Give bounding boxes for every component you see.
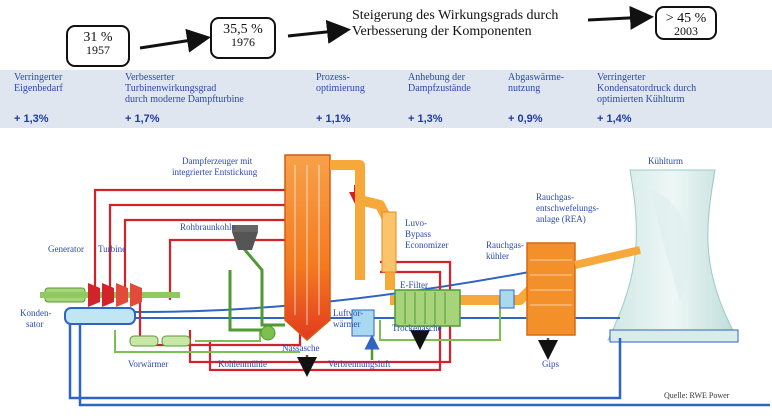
label-preheater: Vorwärmer <box>128 359 168 369</box>
improvement-text: optimierung <box>316 83 365 94</box>
improvement-gain: + 1,1% <box>316 113 351 125</box>
label-cooling-tower: Kühlturm <box>648 156 683 166</box>
improvement-text: Dampfzustände <box>408 83 471 94</box>
stack-duct <box>574 246 641 269</box>
improvement-text: Verringerter <box>14 72 63 83</box>
improvement-caption: Steigerung des Wirkungsgrads durch Verbe… <box>352 8 558 40</box>
milestone-2003: > 45 % 2003 <box>655 6 717 40</box>
label-combustion-air: Verbrennungsluft <box>328 359 391 369</box>
cooling-tower-basin <box>609 329 739 343</box>
caption-line-1: Steigerung des Wirkungsgrads durch <box>352 8 559 23</box>
label-fgd: Rauchgas- <box>536 192 574 202</box>
improvement-text: Prozess- <box>316 72 350 83</box>
milestone-arrow <box>287 19 351 44</box>
improvement-gain: + 1,4% <box>597 113 632 125</box>
improvement-gain: + 1,3% <box>408 113 443 125</box>
milestone-1976: 35,5 % 1976 <box>210 17 276 59</box>
label-condenser: Konden- <box>20 308 52 318</box>
label-turbine: Turbine <box>98 244 126 254</box>
improvement-text: Anhebung der <box>408 72 465 83</box>
improvement-text: Verbesserter <box>125 72 175 83</box>
improvement-turbine: Verbesserter Turbinenwirkungsgrad durch … <box>125 72 305 125</box>
milestone-1957: 31 % 1957 <box>66 25 130 67</box>
improvement-text: Eigenbedarf <box>14 83 63 94</box>
turbine-stage <box>130 283 142 307</box>
improvement-process: Prozess- optimierung + 1,1% <box>316 72 396 125</box>
label-e-filter: E-Filter <box>400 280 428 290</box>
improvement-text: Turbinenwirkungsgrad <box>125 83 217 94</box>
label-air-preheater: wärmer <box>333 319 360 329</box>
improvement-flue-heat: Abgaswärme- nutzung + 0,9% <box>508 72 588 125</box>
improvement-own-consumption: Verringerter Eigenbedarf + 1,3% <box>14 72 114 125</box>
label-lignite: Rohbraunkohle <box>180 222 236 232</box>
source-note: Quelle: RWE Power <box>664 391 730 400</box>
preheater <box>161 335 191 347</box>
improvement-gain: + 1,7% <box>125 113 160 125</box>
label-wet-ash: Nassasche <box>282 343 320 353</box>
cooling-water-line <box>68 318 622 400</box>
improvement-text: nutzung <box>508 83 541 94</box>
coal-bunker <box>232 232 258 250</box>
improvement-text: Abgaswärme- <box>508 72 565 83</box>
milestone-arrow <box>587 5 654 30</box>
milestone-value: 35,5 % <box>223 22 263 37</box>
milestone-arrow <box>139 28 211 53</box>
label-bypass-economizer: Bypass <box>405 229 432 239</box>
e-filter <box>394 289 461 327</box>
coal-bunker-top <box>232 225 258 232</box>
air-preheater <box>351 309 375 337</box>
improvement-text: durch moderne Dampfturbine <box>125 94 244 105</box>
improvement-text: optimierten Kühlturm <box>597 94 685 105</box>
milestone-value: 31 % <box>83 30 113 45</box>
turbine-stage <box>116 283 128 307</box>
label-steam-generator: Dampferzeuger mit <box>182 156 253 166</box>
improvement-steam-conditions: Anhebung der Dampfzustände + 1,3% <box>408 72 498 125</box>
caption-line-2: Verbesserung der Komponenten <box>352 24 532 39</box>
milestone-value: > 45 % <box>665 11 707 26</box>
label-fgd: anlage (REA) <box>536 214 586 224</box>
label-steam-generator: integrierter Entstickung <box>172 167 258 177</box>
improvement-gain: + 0,9% <box>508 113 543 125</box>
milestone-year: 1957 <box>86 43 110 57</box>
label-condenser: sator <box>26 319 44 329</box>
label-bypass-economizer: Luvo- <box>405 218 427 228</box>
label-bypass-economizer: Economizer <box>405 240 448 250</box>
turbine-stage <box>102 283 114 307</box>
condenser <box>64 307 136 325</box>
feedwater-lines <box>114 300 501 353</box>
flue-gas-duct <box>330 160 539 305</box>
label-coal-mill: Kohlenmühle <box>218 359 267 369</box>
label-flue-gas-cooler: Rauchgas- <box>486 240 524 250</box>
label-air-preheater: Luftvor- <box>333 308 363 318</box>
improvement-gain: + 1,3% <box>14 113 49 125</box>
fgd-absorber <box>526 242 576 336</box>
turbine-stage <box>88 283 100 307</box>
improvement-text: Verringerter <box>597 72 646 83</box>
coal-mill <box>260 325 276 341</box>
bypass-economizer <box>381 211 397 273</box>
improvement-band <box>0 70 772 128</box>
flue-gas-cooler <box>499 289 515 309</box>
label-gypsum: Gips <box>542 359 560 369</box>
improvement-condenser-pressure: Verringerter Kondensatordruck durch opti… <box>597 72 747 125</box>
improvement-text: Kondensatordruck durch <box>597 83 697 94</box>
milestone-year: 1976 <box>231 35 255 49</box>
label-dry-ash: Trockenasche <box>392 323 442 333</box>
label-flue-gas-cooler: kühler <box>486 251 509 261</box>
label-fgd: entschwefelungs- <box>536 203 599 213</box>
milestone-year: 2003 <box>674 24 698 38</box>
cooling-water-line <box>78 310 770 407</box>
label-generator: Generator <box>48 244 84 254</box>
cooling-tower-plume <box>650 190 690 300</box>
preheater <box>129 335 159 347</box>
